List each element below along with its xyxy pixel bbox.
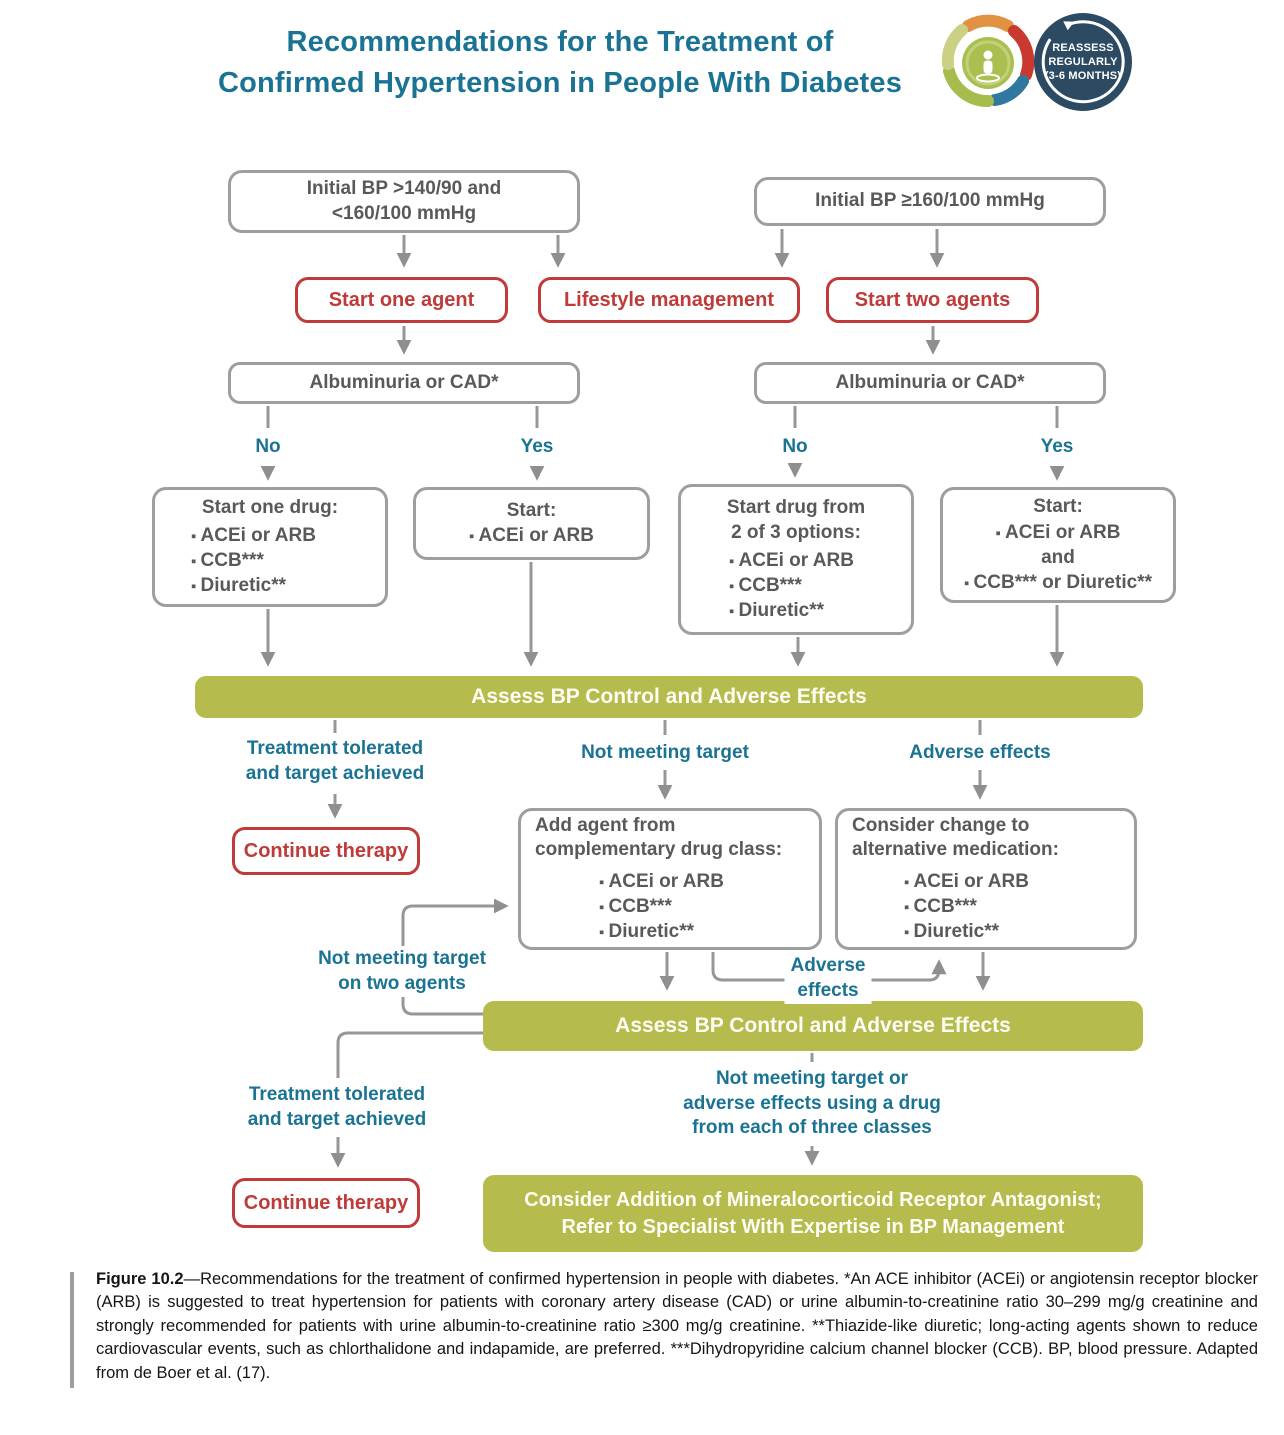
list-item: CCB*** — [599, 894, 724, 919]
box-two-of-three-list: ACEi or ARB CCB*** Diuretic** — [729, 548, 854, 623]
box-two-of-three: Start drug from 2 of 3 options: ACEi or … — [678, 484, 914, 635]
reassess-badge-label: REASSESS REGULARLY (3-6 MONTHS) — [1044, 41, 1122, 83]
box-two-of-three-heading: Start drug from 2 of 3 options: — [726, 497, 866, 543]
list-item: Diuretic** — [904, 919, 1029, 944]
box-consider-change-list: ACEi or ARB CCB*** Diuretic** — [904, 869, 1029, 944]
box-start-one-agent: Start one agent — [295, 277, 508, 323]
list-item: Diuretic** — [599, 919, 724, 944]
final-recommendation-bar: Consider Addition of Mineralocorticoid R… — [483, 1175, 1143, 1252]
list-item: ACEi or ARB — [996, 520, 1120, 545]
box-add-agent-list: ACEi or ARB CCB*** Diuretic** — [599, 869, 724, 944]
box-initial-bp-moderate: Initial BP >140/90 and <160/100 mmHg — [228, 170, 580, 233]
list-item: CCB*** or Diuretic** — [964, 570, 1152, 595]
box-initial-bp-high: Initial BP ≥160/100 mmHg — [754, 177, 1106, 226]
branch-label-no-left: No — [249, 434, 287, 461]
box-add-agent-heading: Add agent from complementary drug class: — [535, 814, 783, 861]
box-start-two-agents: Start two agents — [826, 277, 1039, 323]
box-albuminuria-left: Albuminuria or CAD* — [228, 362, 580, 404]
label-not-meeting-target: Not meeting target — [575, 740, 755, 767]
box-start-combo: Start: ACEi or ARB and CCB*** or Diureti… — [940, 487, 1176, 603]
figure-caption: Figure 10.2—Recommendations for the trea… — [96, 1268, 1258, 1385]
list-item: Diuretic** — [729, 598, 854, 623]
label-adverse-effects-loop: Adverse effects — [784, 953, 872, 1005]
branch-label-yes-left: Yes — [514, 434, 560, 461]
list-item: ACEi or ARB — [904, 869, 1029, 894]
box-start-combo-heading: Start: — [1033, 496, 1083, 518]
figure-caption-text: —Recommendations for the treatment of co… — [96, 1270, 1258, 1382]
label-not-meeting-two-agents: Not meeting target on two agents — [312, 946, 492, 998]
assess-bar-1: Assess BP Control and Adverse Effects — [195, 676, 1143, 718]
box-start-one-drug-heading: Start one drug: — [201, 497, 339, 519]
reassess-regularly-badge: REASSESS REGULARLY (3-6 MONTHS) — [1034, 13, 1132, 111]
box-start-one-drug: Start one drug: ACEi or ARB CCB*** Diure… — [152, 487, 388, 607]
caption-rule — [70, 1272, 74, 1388]
label-adverse-effects: Adverse effects — [903, 740, 1057, 767]
list-item: ACEi or ARB — [729, 548, 854, 573]
list-item: Diuretic** — [191, 573, 316, 598]
list-item: CCB*** — [191, 548, 316, 573]
reassess-cycle-arrow-icon — [1041, 20, 1125, 104]
box-start-acei: Start: ACEi or ARB — [413, 487, 650, 560]
box-add-agent: Add agent from complementary drug class:… — [518, 808, 822, 950]
box-start-acei-heading: Start: — [506, 499, 557, 521]
list-item: CCB*** — [729, 573, 854, 598]
label-not-meeting-three-classes: Not meeting target or adverse effects us… — [677, 1066, 947, 1143]
line-assess2-to-tolerated2 — [336, 1031, 483, 1078]
box-lifestyle-management: Lifestyle management — [538, 277, 800, 323]
box-continue-therapy-1: Continue therapy — [232, 827, 420, 875]
care-cycle-icon — [941, 14, 1035, 108]
list-item: ACEi or ARB — [469, 523, 594, 548]
list-item: ACEi or ARB — [191, 523, 316, 548]
label-tolerated-2: Treatment tolerated and target achieved — [241, 1082, 433, 1134]
list-item: ACEi or ARB — [599, 869, 724, 894]
branch-label-yes-right: Yes — [1034, 434, 1080, 461]
list-item: CCB*** — [904, 894, 1029, 919]
box-start-one-drug-list: ACEi or ARB CCB*** Diuretic** — [191, 523, 316, 598]
box-consider-change: Consider change to alternative medicatio… — [835, 808, 1137, 950]
figure-caption-label: Figure 10.2 — [96, 1270, 184, 1288]
page-title: Recommendations for the Treatment of Con… — [217, 26, 903, 100]
assess-bar-2: Assess BP Control and Adverse Effects — [483, 1001, 1143, 1051]
branch-label-no-right: No — [776, 434, 814, 461]
list-connector: and — [1041, 546, 1075, 568]
box-albuminuria-right: Albuminuria or CAD* — [754, 362, 1106, 404]
box-consider-change-heading: Consider change to alternative medicatio… — [852, 814, 1059, 861]
box-continue-therapy-2: Continue therapy — [232, 1178, 420, 1228]
label-tolerated-1: Treatment tolerated and target achieved — [239, 736, 431, 788]
